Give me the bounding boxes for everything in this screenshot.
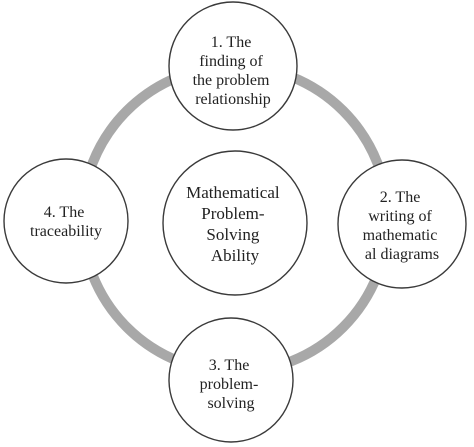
center-label: Mathematical Problem- Solving Ability [186, 183, 284, 265]
node-line: solving [207, 395, 254, 412]
node-circle [3, 158, 129, 284]
node-line: al diagrams [365, 246, 439, 263]
node-1-finding: 1. The finding of the problem relationsh… [168, 1, 298, 131]
center-node: Mathematical Problem- Solving Ability [162, 150, 308, 296]
node-label: 2. The writing of mathematic al diagrams [363, 189, 442, 263]
center-line: Problem- [201, 204, 265, 223]
center-line: Mathematical [186, 183, 280, 202]
node-label: 1. The finding of the problem relationsh… [193, 34, 274, 108]
node-line: problem- [200, 376, 259, 393]
center-circle [162, 150, 308, 296]
center-line: Solving [206, 225, 259, 244]
center-line: Ability [211, 246, 260, 265]
node-line: traceability [30, 223, 102, 240]
node-circle [168, 317, 294, 443]
node-label: 3. The problem- solving [200, 357, 263, 412]
node-line: 4. The [44, 204, 85, 221]
node-2-writing: 2. The writing of mathematic al diagrams [337, 159, 467, 289]
node-line: finding of [199, 53, 263, 70]
node-line: relationship [195, 91, 271, 108]
node-circle [168, 1, 298, 131]
node-line: 2. The [380, 189, 421, 206]
node-line: 3. The [209, 357, 250, 374]
node-line: mathematic [363, 227, 438, 244]
node-3-problem-solving: 3. The problem- solving [168, 317, 294, 443]
node-label: 4. The traceability [30, 204, 102, 240]
node-line: writing of [368, 208, 432, 225]
node-4-traceability: 4. The traceability [3, 158, 129, 284]
node-line: the problem [193, 72, 270, 89]
node-line: 1. The [211, 34, 252, 51]
node-circle [337, 159, 467, 289]
